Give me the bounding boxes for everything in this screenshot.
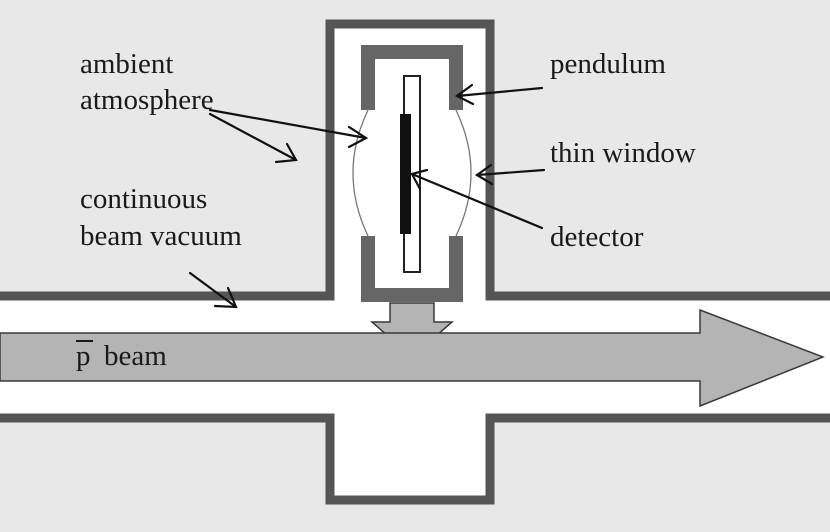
thin-window-right <box>455 109 472 237</box>
beam-pipe-walls <box>0 19 830 505</box>
label-ambient: ambient <box>80 48 173 80</box>
label-detector: detector <box>550 221 644 253</box>
beam-arrow <box>0 308 826 408</box>
detector <box>400 114 411 234</box>
pendulum <box>361 45 463 302</box>
label-continuous: continuous <box>80 183 207 215</box>
label-beam-symbol: p <box>76 340 91 372</box>
ambient-atmosphere-region <box>0 0 830 296</box>
label-beam-word: beam <box>104 340 167 372</box>
pendulum-top <box>361 45 463 110</box>
pendulum-bottom <box>361 236 463 302</box>
ambient-atmosphere-region-lower <box>0 418 830 532</box>
pointer-arrows <box>188 83 546 309</box>
upper-wall <box>0 19 830 301</box>
lower-wall <box>0 413 830 505</box>
label-thin-window: thin window <box>550 137 696 169</box>
thin-window <box>352 109 472 237</box>
label-pendulum: pendulum <box>550 48 666 80</box>
label-atmosphere: atmosphere <box>80 84 214 116</box>
label-beam-vacuum: beam vacuum <box>80 220 242 252</box>
thin-window-left <box>352 109 369 237</box>
